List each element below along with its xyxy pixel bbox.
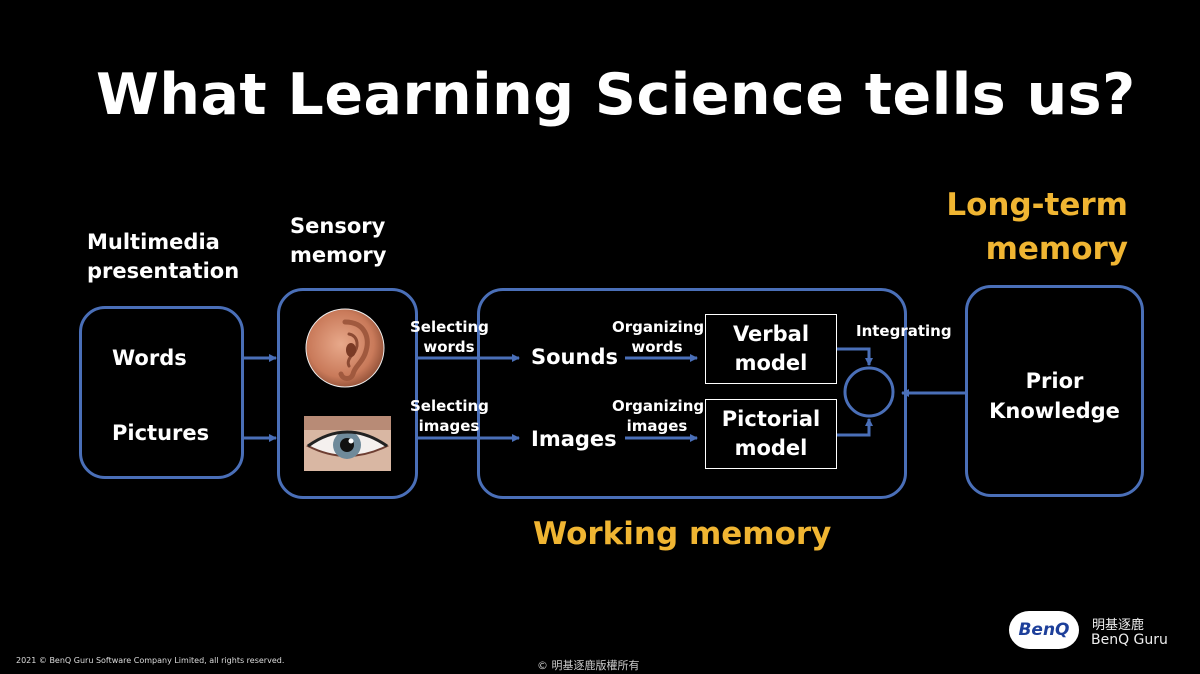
organizing-words-line1: Organizing	[612, 318, 705, 336]
selecting-words-line1: Selecting	[410, 318, 489, 336]
arrow-pictorial-to-integrating	[837, 418, 873, 437]
selecting-images-line2: images	[418, 417, 480, 435]
integrating-label: Integrating	[856, 322, 952, 340]
prior-knowledge-line2: Knowledge	[989, 399, 1120, 423]
benq-logo-text: BenQ	[1018, 620, 1070, 640]
selecting-images-label: Selecting images	[410, 396, 489, 436]
working-memory-heading: Working memory	[533, 516, 832, 552]
pictorial-model-box: Pictorial model	[705, 399, 837, 469]
multimedia-box	[79, 306, 244, 479]
long-term-box	[965, 285, 1144, 497]
long-term-heading: Long-term memory	[900, 183, 1128, 271]
pictorial-model-line1: Pictorial	[721, 407, 821, 431]
ear-image	[305, 308, 385, 388]
organizing-words-label: Organizing words	[612, 317, 705, 357]
sounds-label: Sounds	[531, 345, 618, 369]
slide-title: What Learning Science tells us?	[96, 62, 1136, 128]
selecting-words-line2: words	[423, 338, 475, 356]
prior-knowledge-line1: Prior	[1025, 369, 1084, 393]
footer-center-text: © 明基逐鹿版權所有	[537, 659, 640, 672]
verbal-model-line1: Verbal	[732, 322, 810, 346]
multimedia-heading: Multimedia presentation	[87, 228, 239, 286]
ear-icon	[305, 308, 385, 388]
multimedia-heading-line1: Multimedia	[87, 230, 220, 254]
verbal-model-line2: model	[734, 351, 808, 375]
multimedia-heading-line2: presentation	[87, 259, 240, 283]
copyright-text: 2021 © BenQ Guru Software Company Limite…	[16, 656, 285, 665]
long-term-heading-line2: memory	[985, 231, 1128, 267]
eye-icon	[304, 416, 391, 471]
long-term-heading-line1: Long-term	[946, 187, 1128, 223]
benq-logo: BenQ	[1009, 611, 1079, 649]
brand-name-en: BenQ Guru	[1091, 632, 1168, 648]
sensory-heading-line1: Sensory	[290, 214, 386, 238]
pictorial-model-line2: model	[734, 436, 808, 460]
sensory-box	[277, 288, 418, 499]
verbal-model-box: Verbal model	[705, 314, 837, 384]
organizing-words-line2: words	[631, 338, 683, 356]
words-label: Words	[112, 346, 187, 370]
selecting-words-label: Selecting words	[410, 317, 489, 357]
organizing-images-label: Organizing images	[612, 396, 705, 436]
integrating-circle	[843, 366, 895, 418]
eye-image	[304, 416, 391, 471]
arrow-verbal-to-integrating	[837, 347, 873, 366]
brand-name-cn: 明基逐鹿	[1092, 618, 1145, 633]
pictures-label: Pictures	[112, 421, 210, 445]
sensory-heading: Sensory memory	[290, 212, 386, 270]
sensory-heading-line2: memory	[290, 243, 387, 267]
prior-knowledge-label: Prior Knowledge	[965, 366, 1144, 426]
images-label: Images	[531, 427, 617, 451]
organizing-images-line2: images	[626, 417, 688, 435]
selecting-images-line1: Selecting	[410, 397, 489, 415]
organizing-images-line1: Organizing	[612, 397, 705, 415]
